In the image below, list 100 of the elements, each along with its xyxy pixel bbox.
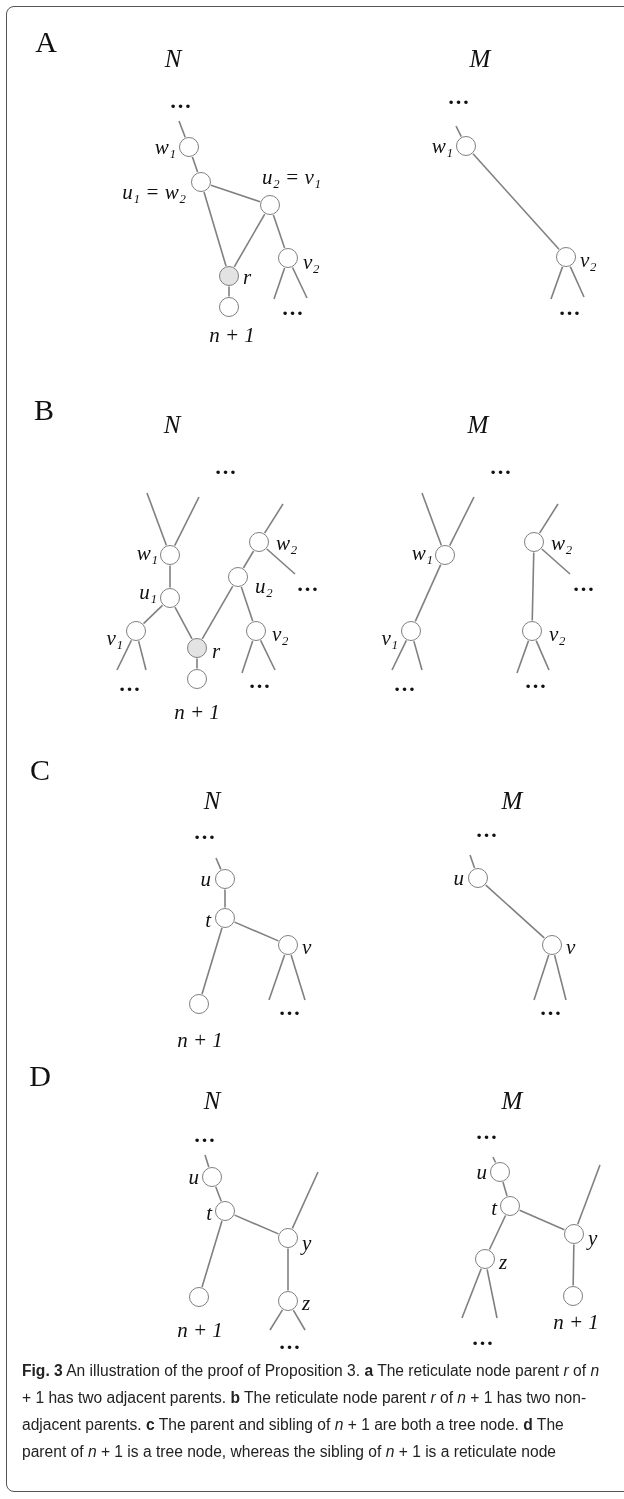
node-label: n + 1 — [553, 1311, 599, 1333]
tree-edge — [203, 191, 227, 267]
node-label: w₁ — [411, 542, 433, 564]
node-circle — [278, 935, 298, 955]
ellipsis: … — [278, 997, 302, 1019]
node-label: v₁ — [106, 627, 123, 649]
node-label: t — [491, 1197, 497, 1219]
tree-edge — [142, 604, 164, 625]
node-label: u₂ — [255, 575, 273, 597]
node-circle — [179, 137, 199, 157]
tree-edge — [455, 125, 463, 138]
node-circle — [564, 1224, 584, 1244]
node-label: w₂ — [551, 532, 573, 554]
network-title: M — [501, 787, 523, 813]
tree-edge — [291, 1171, 319, 1230]
tree-edge — [273, 267, 286, 300]
tree-edge — [502, 1181, 508, 1197]
node-circle — [475, 1249, 495, 1269]
ellipsis: … — [296, 573, 320, 595]
tree-edge — [137, 640, 147, 671]
tree-edge — [391, 639, 408, 671]
node-label: y — [302, 1232, 312, 1254]
tree-edge — [191, 156, 199, 173]
node-circle — [278, 248, 298, 268]
tree-edge — [269, 1309, 284, 1331]
node-circle — [187, 669, 207, 689]
tree-edge — [531, 551, 535, 622]
node-label: u — [188, 1166, 199, 1188]
ellipsis: … — [193, 1124, 217, 1146]
node-label: n + 1 — [177, 1319, 223, 1341]
shaded-node-circle — [187, 638, 207, 658]
node-label: r — [243, 266, 252, 288]
network-title: M — [501, 1087, 523, 1113]
tree-edge — [196, 657, 198, 670]
node-label: v — [302, 936, 312, 958]
node-label: w₁ — [136, 542, 158, 564]
ellipsis: … — [248, 670, 272, 692]
tree-edge — [448, 496, 475, 547]
node-label: u₁ = w₂ — [122, 181, 186, 203]
node-label: u₁ — [139, 581, 157, 603]
ellipsis: … — [572, 573, 596, 595]
tree-edge — [569, 265, 585, 298]
node-circle — [542, 935, 562, 955]
node-circle — [401, 621, 421, 641]
tree-edge — [535, 639, 550, 671]
ellipsis: … — [475, 1121, 499, 1143]
node-label: w₂ — [276, 532, 298, 554]
node-circle — [249, 532, 269, 552]
tree-edge — [553, 954, 567, 1001]
node-label: n + 1 — [174, 701, 220, 723]
node-label: y — [588, 1227, 598, 1249]
ellipsis: … — [281, 297, 305, 319]
node-circle — [202, 1167, 222, 1187]
node-circle — [219, 297, 239, 317]
node-label: w₁ — [154, 136, 176, 158]
tree-edge — [576, 1164, 601, 1225]
shaded-node-circle — [219, 266, 239, 286]
node-label: v — [566, 936, 576, 958]
node-circle — [490, 1162, 510, 1182]
node-label: u₂ = v₁ — [262, 166, 322, 188]
node-circle — [246, 621, 266, 641]
tree-edge — [214, 1186, 223, 1202]
node-label: v₂ — [549, 623, 566, 645]
ellipsis: … — [489, 456, 513, 478]
node-label: u — [453, 867, 464, 889]
tree-edge — [263, 503, 284, 534]
tree-edge — [287, 1247, 289, 1292]
tree-edge — [486, 1268, 498, 1319]
node-label: v₂ — [272, 623, 289, 645]
node-circle — [215, 869, 235, 889]
tree-edge — [233, 213, 266, 268]
node-label: t — [205, 909, 211, 931]
panel-letter: D — [29, 1061, 51, 1091]
node-circle — [278, 1291, 298, 1311]
network-title: M — [467, 411, 489, 437]
figure-caption: Fig. 3 An illustration of the proof of Proposition 3. a The reticulate node parent r of n + 1 has two adjacent parents. b The reticulate node parent r of n + 1 has two non-adjacent parents. c The parent and sibling of n + 1 are both a tree node. d The parent of n + 1 is a tree node, whereas the sibling of n + 1 is a reticulate node — [22, 1361, 601, 1462]
ellipsis: … — [278, 1331, 302, 1353]
node-circle — [215, 908, 235, 928]
tree-edge — [169, 564, 171, 589]
panel-letter: B — [34, 395, 54, 425]
node-circle — [189, 994, 209, 1014]
tree-edge — [174, 606, 193, 640]
tree-edge — [414, 563, 442, 623]
tree-edge — [201, 1220, 223, 1288]
tree-edge — [204, 1154, 210, 1168]
node-circle — [456, 136, 476, 156]
node-circle — [556, 247, 576, 267]
node-label: r — [212, 640, 221, 662]
node-label: w₁ — [431, 135, 453, 157]
node-circle — [160, 588, 180, 608]
ellipsis: … — [169, 90, 193, 112]
tree-edge — [233, 921, 280, 942]
node-circle — [126, 621, 146, 641]
ellipsis: … — [524, 670, 548, 692]
node-circle — [563, 1286, 583, 1306]
node-label: n + 1 — [177, 1029, 223, 1051]
tree-edge — [210, 184, 261, 203]
node-label: v₂ — [303, 251, 320, 273]
ellipsis: … — [118, 673, 142, 695]
tree-edge — [488, 1214, 507, 1251]
